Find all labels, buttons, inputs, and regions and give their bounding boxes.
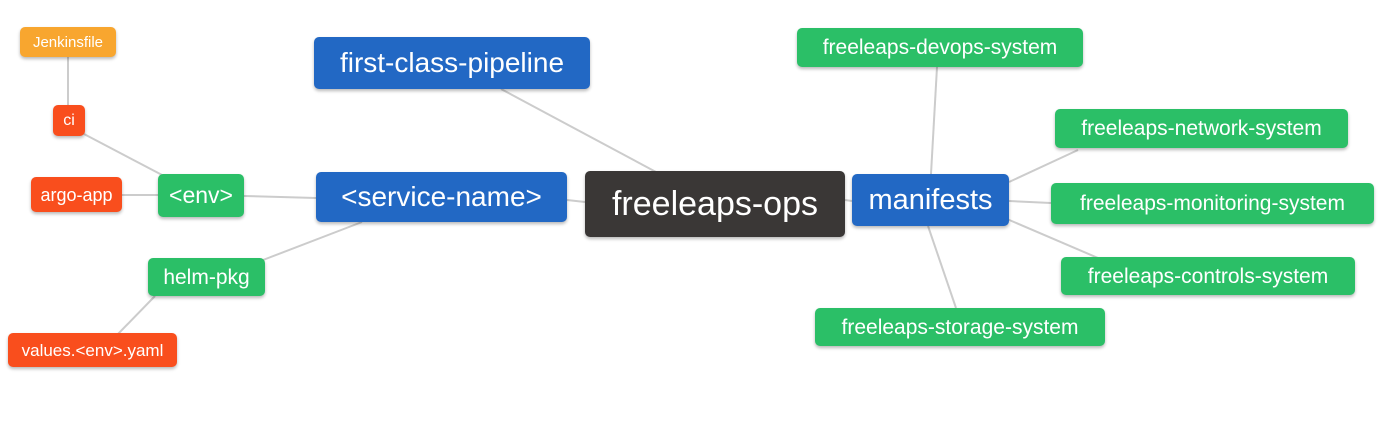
edge-helm-pkg-to-values-env-yaml [117,295,156,335]
node-service-name[interactable]: <service-name> [316,172,567,222]
node-argo-app[interactable]: argo-app [31,177,122,212]
node-jenkinsfile[interactable]: Jenkinsfile [20,27,116,57]
node-freeleaps-network-system[interactable]: freeleaps-network-system [1055,109,1348,148]
node-freeleaps-controls-system[interactable]: freeleaps-controls-system [1061,257,1355,295]
node-freeleaps-monitoring-system[interactable]: freeleaps-monitoring-system [1051,183,1374,224]
edge-freeleaps-ops-to-manifests [844,199,853,202]
node-first-class-pipeline[interactable]: first-class-pipeline [314,37,590,89]
edge-ci-to-env [83,133,165,177]
edge-env-to-service-name [243,195,317,199]
edge-service-name-to-freeleaps-ops [566,199,586,203]
node-ci[interactable]: ci [53,105,85,136]
node-freeleaps-ops[interactable]: freeleaps-ops [585,171,845,237]
edge-manifests-to-freeleaps-network-system [1008,149,1079,183]
node-env[interactable]: <env> [158,174,244,217]
edge-service-name-to-helm-pkg [262,221,363,261]
node-values-env-yaml[interactable]: values.<env>.yaml [8,333,177,367]
edge-manifests-to-freeleaps-monitoring-system [1008,200,1052,204]
node-helm-pkg[interactable]: helm-pkg [148,258,265,296]
edge-manifests-to-freeleaps-devops-system [930,66,938,175]
edge-first-class-pipeline-to-freeleaps-ops [500,88,657,173]
node-manifests[interactable]: manifests [852,174,1009,226]
edge-manifests-to-freeleaps-storage-system [927,225,957,309]
node-freeleaps-storage-system[interactable]: freeleaps-storage-system [815,308,1105,346]
edge-manifests-to-freeleaps-controls-system [1006,218,1099,259]
node-freeleaps-devops-system[interactable]: freeleaps-devops-system [797,28,1083,67]
